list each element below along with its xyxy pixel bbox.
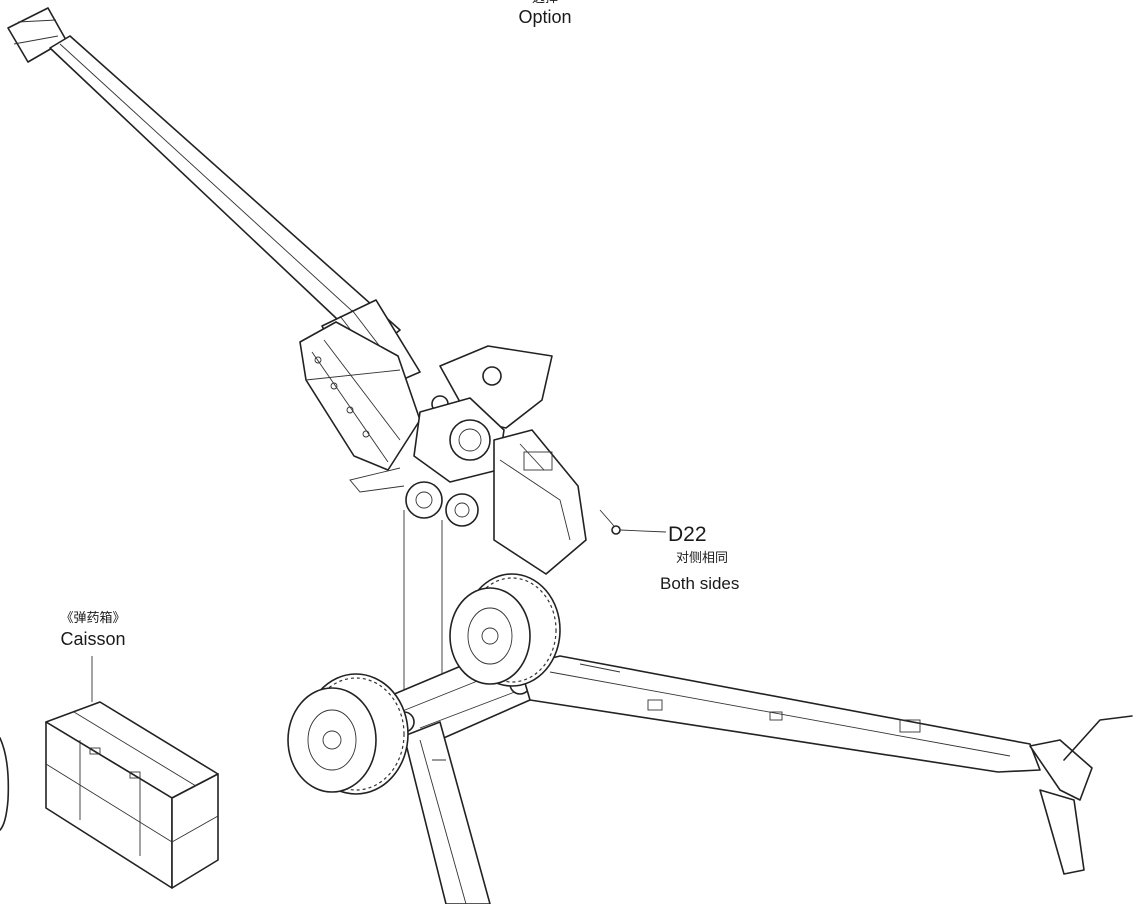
gun-cradle <box>299 321 421 471</box>
trail-leg-right <box>519 655 1133 875</box>
caisson-label: 《弹药箱》 Caisson <box>48 611 138 650</box>
wheel-right <box>449 573 561 687</box>
trunnion-plate <box>413 345 553 483</box>
elevation-handwheels <box>349 467 479 527</box>
caisson-ammo-box <box>45 656 219 889</box>
d22-note-en: Both sides <box>660 574 740 593</box>
d22-part-pin <box>599 509 667 535</box>
caisson-label-cn: 《弹药箱》 <box>60 611 126 626</box>
option-label: 选择 Option <box>500 0 590 28</box>
trail-leg-left <box>403 721 491 904</box>
option-label-en: Option <box>518 6 572 27</box>
d22-part-code: D22 <box>668 523 707 546</box>
option-label-cn: 选择 <box>500 0 590 7</box>
d22-note-cn: 对侧相同 <box>676 551 729 566</box>
breech-block <box>493 429 587 575</box>
partial-part-edge <box>0 737 10 831</box>
assembly-guide-lines <box>403 510 443 690</box>
wheel-left <box>287 673 409 795</box>
caisson-label-en: Caisson <box>60 628 126 649</box>
